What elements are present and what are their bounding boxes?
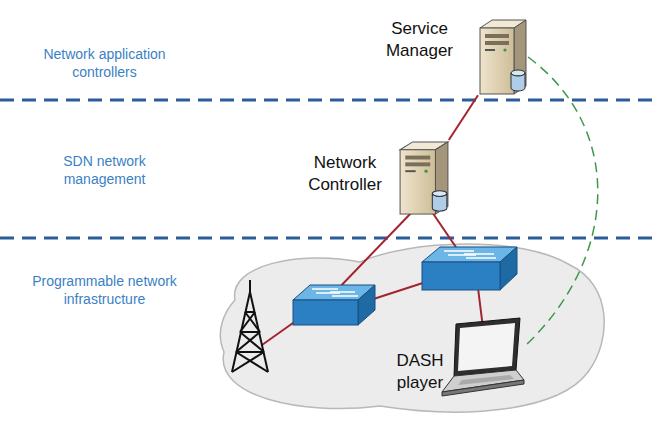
layer-divider	[0, 237, 660, 240]
wire	[335, 212, 412, 292]
node-label: Service Manager	[372, 18, 467, 62]
server-icon	[478, 18, 528, 96]
link-connector	[449, 95, 478, 140]
layer-label: Network application controllers	[32, 45, 177, 81]
node-label: Network Controller	[295, 152, 395, 196]
layer-divider	[0, 99, 660, 102]
network-cloud	[220, 244, 604, 412]
network-switch	[422, 247, 517, 290]
service-manager-server: Service Manager	[478, 18, 528, 96]
server-icon	[398, 140, 450, 216]
layer-label: SDN network management	[32, 152, 177, 188]
node-label: DASH player	[385, 350, 455, 394]
radio-tower	[232, 280, 268, 372]
laptop-icon	[440, 318, 525, 398]
layer-label: Programmable network infrastructure	[32, 272, 177, 308]
network-controller-server: Network Controller	[398, 140, 450, 216]
dashed-connector	[525, 57, 598, 346]
dash-player-laptop: DASH player	[440, 318, 525, 398]
network-switch	[293, 285, 375, 325]
